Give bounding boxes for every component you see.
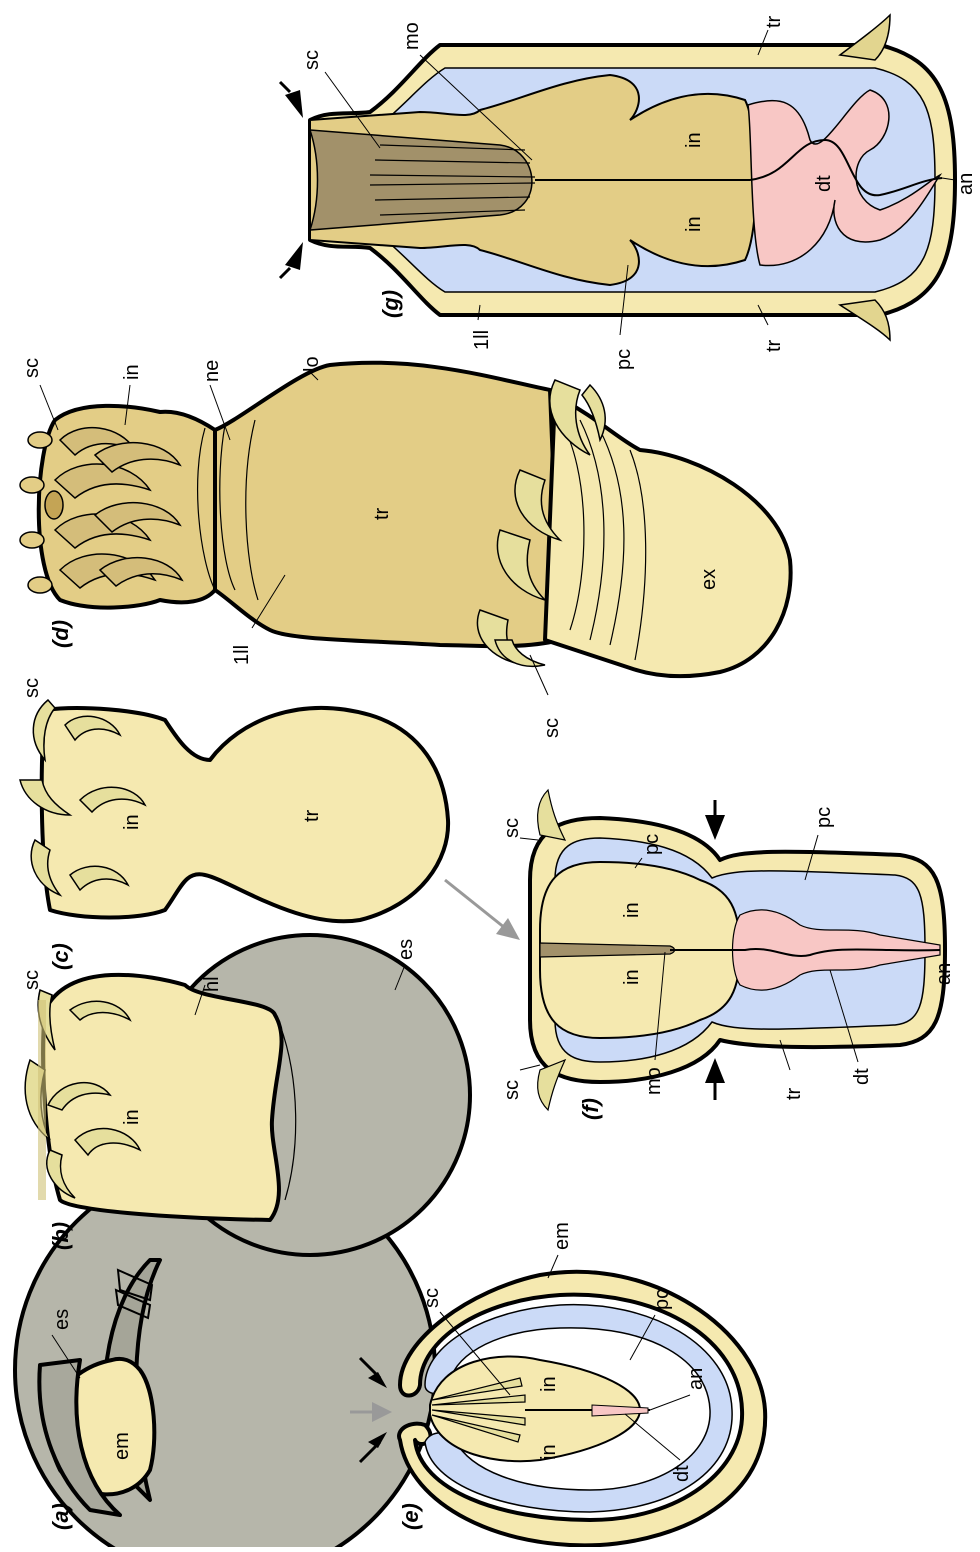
arrow-bottom	[705, 1058, 725, 1083]
label-pc: pc	[613, 349, 635, 370]
arrow-top	[285, 90, 303, 118]
label-sc-bottom: sc	[541, 718, 563, 738]
panel-label-f: (f)	[578, 1098, 603, 1120]
label-tr-bottom: tr	[763, 339, 785, 352]
panel-f: sc sc pc pc in in mo tr dt an (f)	[501, 790, 955, 1120]
label-dt: dt	[851, 1068, 873, 1085]
label-dt: dt	[671, 1465, 693, 1482]
label-lo: lo	[301, 356, 323, 372]
leader-dt	[625, 1414, 680, 1460]
label-sc: sc	[21, 678, 43, 698]
panel-c: sc in tr (c)	[20, 678, 520, 970]
leader-sc-1	[520, 838, 538, 840]
arrow-bottom-shaft	[280, 268, 290, 278]
label-in-2: in	[538, 1444, 560, 1460]
leader-sc	[40, 385, 58, 430]
label-hl: hl	[201, 976, 223, 992]
label-in: in	[121, 814, 143, 830]
label-tr: tr	[783, 1087, 805, 1100]
arrow-top-shaft	[280, 82, 290, 92]
label-mo: mo	[401, 22, 423, 50]
arrow-top	[705, 815, 725, 840]
sclerite	[538, 1060, 565, 1110]
arrow-bottom	[285, 242, 303, 270]
label-sc-2: sc	[501, 1080, 523, 1100]
exuvium	[545, 395, 791, 676]
label-em: em	[111, 1432, 133, 1460]
label-sc-1: sc	[501, 818, 523, 838]
label-sc: sc	[21, 970, 43, 990]
label-in-2: in	[683, 216, 705, 232]
label-an: an	[955, 173, 977, 195]
leader-sc-bottom	[530, 655, 548, 695]
label-1ll: 1ll	[231, 645, 253, 665]
panel-label-e: (e)	[398, 1503, 423, 1530]
panel-label-a: (a)	[48, 1503, 73, 1530]
label-in-1: in	[683, 132, 705, 148]
label-in-1: in	[538, 1376, 560, 1392]
scalid	[28, 432, 52, 448]
panel-label-b: (b)	[48, 1222, 73, 1250]
panel-label-d: (d)	[48, 620, 73, 648]
scalid	[20, 532, 44, 548]
label-ne: ne	[201, 360, 223, 382]
arrow-c-f-shaft	[445, 880, 505, 928]
label-1ll: 1ll	[471, 330, 493, 350]
label-in: in	[121, 1109, 143, 1125]
mouth-cone	[310, 130, 532, 230]
label-sc: sc	[301, 50, 323, 70]
label-in: in	[121, 364, 143, 380]
scalid	[28, 577, 52, 593]
label-es: es	[51, 1309, 73, 1330]
label-tr: tr	[371, 507, 393, 520]
label-mo: mo	[643, 1067, 665, 1095]
leader-an	[650, 1395, 690, 1410]
larva-body	[42, 708, 448, 921]
sclerite	[538, 790, 565, 840]
arrow-c-f-head	[496, 918, 520, 940]
label-sc: sc	[21, 358, 43, 378]
panel-label-g: (g)	[378, 290, 403, 318]
scalid	[20, 477, 44, 493]
label-ex: ex	[698, 569, 720, 590]
mouth-cavity	[540, 943, 675, 957]
label-tr: tr	[301, 809, 323, 822]
label-an: an	[933, 963, 955, 985]
label-es: es	[395, 939, 417, 960]
label-dt: dt	[813, 175, 835, 192]
label-pc: pc	[651, 1289, 673, 1310]
label-an: an	[685, 1368, 707, 1390]
label-pc-2: pc	[813, 807, 835, 828]
panel-b: sc hl in es (b)	[21, 935, 470, 1255]
panel-g: sc mo tr in in dt an 1ll pc tr (g)	[280, 15, 977, 370]
label-pc-1: pc	[641, 834, 663, 855]
label-in-1: in	[621, 902, 643, 918]
panel-label-c: (c)	[48, 943, 73, 970]
panel-d: sc in ne lo tr 1ll ex sc (d)	[20, 356, 791, 738]
panel-e: sc em pc in in an dt (e)	[360, 1222, 765, 1545]
label-em: em	[551, 1222, 573, 1250]
label-sc: sc	[421, 1288, 443, 1308]
label-tr-top: tr	[763, 15, 785, 28]
label-in-2: in	[621, 969, 643, 985]
mouth-cone	[45, 491, 63, 519]
leader-sc-2	[520, 1065, 540, 1070]
